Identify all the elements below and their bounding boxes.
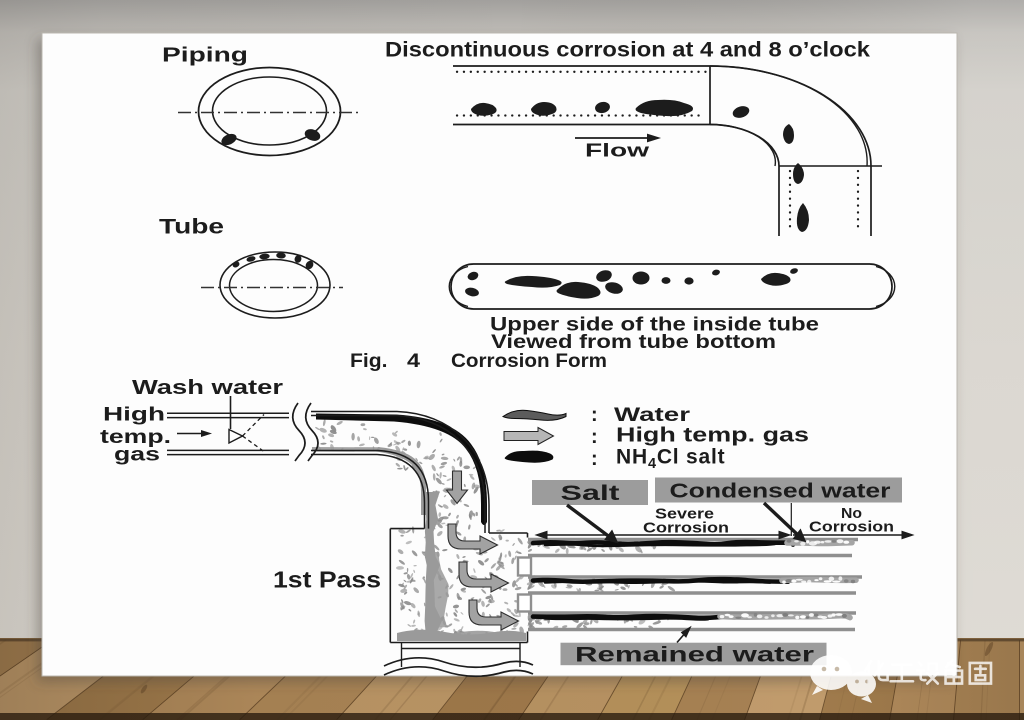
severe-line1: Severe — [655, 506, 714, 523]
legend: : : : Water High temp. gas NH4Cl salt — [502, 404, 809, 473]
legend-colon-gas: : — [591, 426, 598, 448]
inside-tube-note-1: Upper side of the inside tube — [490, 314, 819, 336]
inside-tube-blobs — [465, 268, 798, 299]
fig-caption-text: Corrosion Form — [451, 351, 607, 372]
first-pass-label: 1st Pass — [273, 567, 381, 593]
piping-label: Piping — [162, 45, 248, 67]
annotation-boxes: Salt Condensed water Remained water — [532, 477, 902, 667]
vessel-outline — [389, 527, 529, 667]
legend-gas-label: High temp. gas — [616, 425, 809, 447]
figure-corrosion-form: Piping Tube Discontinuous corrosion at 4… — [100, 39, 915, 678]
watermark-text — [863, 658, 993, 687]
severe-line2: Corrosion — [643, 520, 729, 537]
salt-box-label: Salt — [561, 482, 620, 505]
pipe-break-symbol — [291, 402, 319, 462]
legend-salt-label: NH4Cl salt — [616, 446, 725, 473]
salt-box — [532, 480, 648, 505]
tube-label: Tube — [159, 216, 224, 239]
inside-tube-diagram: Upper side of the inside tube Viewed fro… — [448, 263, 896, 353]
tube-cross-section: Tube — [159, 216, 343, 319]
corrosion-zones: Severe Corrosion No Corrosion — [534, 505, 915, 540]
remained-box — [560, 642, 827, 666]
elbow-corrosion-blobs — [471, 99, 809, 232]
piping-cross-section: Piping — [162, 45, 358, 157]
vessel-break-symbol — [383, 657, 534, 678]
piping-corrosion-blobs — [221, 129, 321, 146]
wash-water-nozzle — [228, 396, 265, 453]
condensed-box-label: Condensed water — [670, 480, 891, 503]
legend-water-symbol — [502, 409, 567, 421]
legend-gas-symbol — [503, 426, 555, 446]
flow-label: Flow — [585, 141, 651, 161]
tube-corrosion-blobs — [232, 252, 314, 270]
no-corrosion-line1: No — [841, 505, 862, 522]
gas-label-line1: High — [103, 405, 165, 426]
legend-colon-salt: : — [591, 448, 598, 470]
tube-sheet — [516, 556, 533, 613]
elbow-diagram: Discontinuous corrosion at 4 and 8 o’clo… — [385, 39, 882, 236]
watermark — [810, 655, 993, 703]
figure-caption: Fig. 4 Corrosion Form — [350, 351, 607, 372]
legend-salt-symbol — [504, 450, 554, 463]
fig-label: Fig. — [350, 351, 388, 372]
condensed-box — [655, 477, 902, 503]
remained-box-label: Remained water — [575, 644, 814, 667]
legend-water-label: Water — [614, 404, 691, 426]
wash-water-label: Wash water — [132, 377, 283, 399]
gas-label-line3: gas — [114, 445, 160, 466]
legend-colon-water: : — [591, 404, 598, 426]
tube-bundle — [528, 537, 862, 632]
gas-label-line2: temp. — [100, 427, 171, 448]
gas-flow-arrows — [445, 470, 520, 631]
no-corrosion-line2: Corrosion — [809, 519, 894, 536]
boiler-wash-diagram: Wash water High temp. gas 1st Pass — [100, 377, 862, 678]
fig-number: 4 — [407, 351, 421, 372]
elbow-title: Discontinuous corrosion at 4 and 8 o’clo… — [385, 39, 870, 62]
inside-tube-note-2: Viewed from tube bottom — [491, 331, 776, 353]
